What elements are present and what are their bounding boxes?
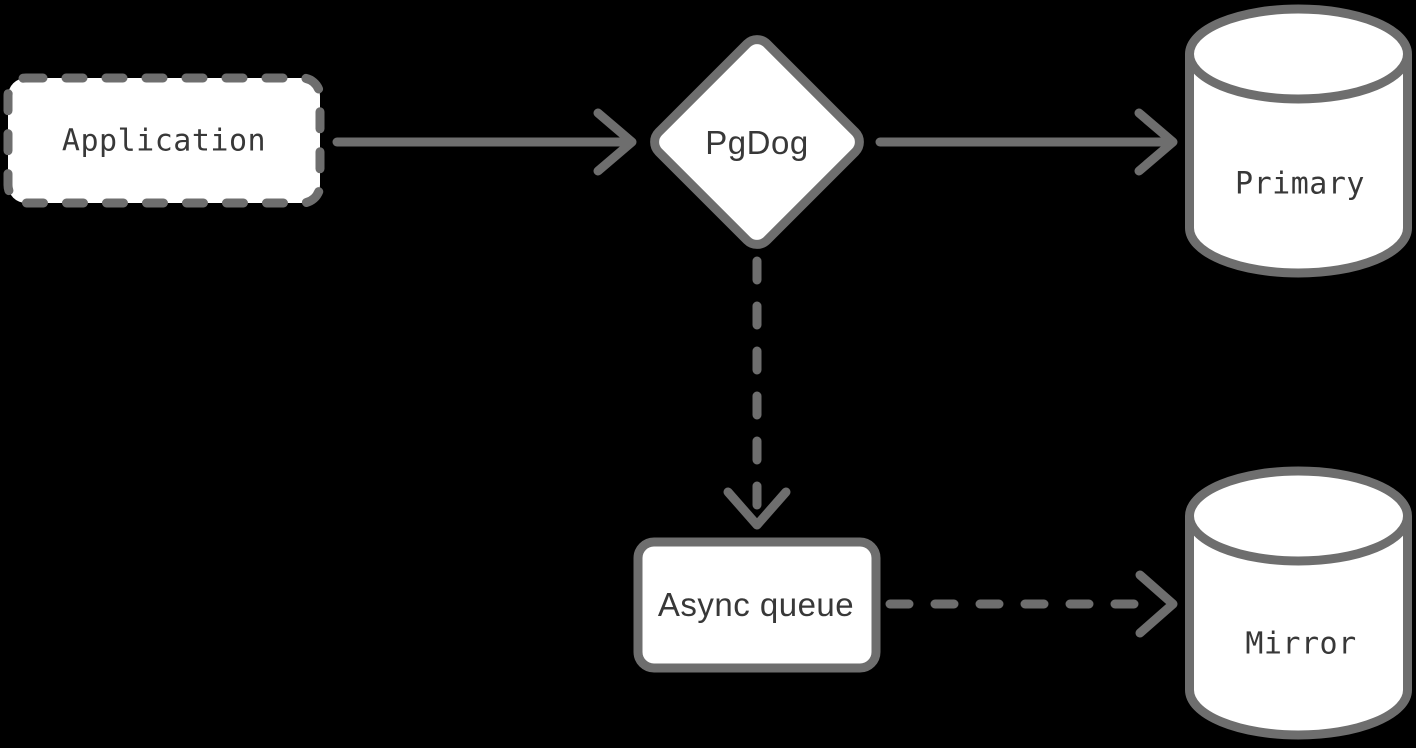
edge-application-pgdog — [332, 108, 637, 176]
async-queue-node-label: Async queue — [657, 586, 855, 623]
arrowhead-right-icon — [1135, 570, 1178, 638]
edge-pgdog-primary — [875, 108, 1178, 176]
edge-pgdog-asyncqueue — [723, 256, 791, 530]
arrowhead-right-icon — [1134, 108, 1178, 176]
pgdog-node-label: PgDog — [705, 124, 809, 161]
async-queue-node-shape — [633, 537, 881, 673]
edge-asyncqueue-mirror — [885, 570, 1178, 638]
mirror-node-shape — [1185, 466, 1412, 740]
primary-cylinder-lip — [1185, 53, 1412, 104]
mirror-node-label: Mirror — [1245, 626, 1357, 662]
mirror-cylinder-lip — [1185, 515, 1412, 566]
arrowhead-right-icon — [593, 108, 637, 176]
primary-node-label: Primary — [1235, 166, 1365, 202]
application-node-shape — [3, 73, 325, 208]
pgdog-node-shape — [650, 35, 864, 249]
application-node-label: Application — [61, 123, 267, 159]
primary-node-shape — [1185, 4, 1412, 278]
arrowhead-down-icon — [723, 487, 791, 530]
mirror-cylinder-body — [1185, 466, 1412, 740]
primary-cylinder-body — [1185, 4, 1412, 278]
